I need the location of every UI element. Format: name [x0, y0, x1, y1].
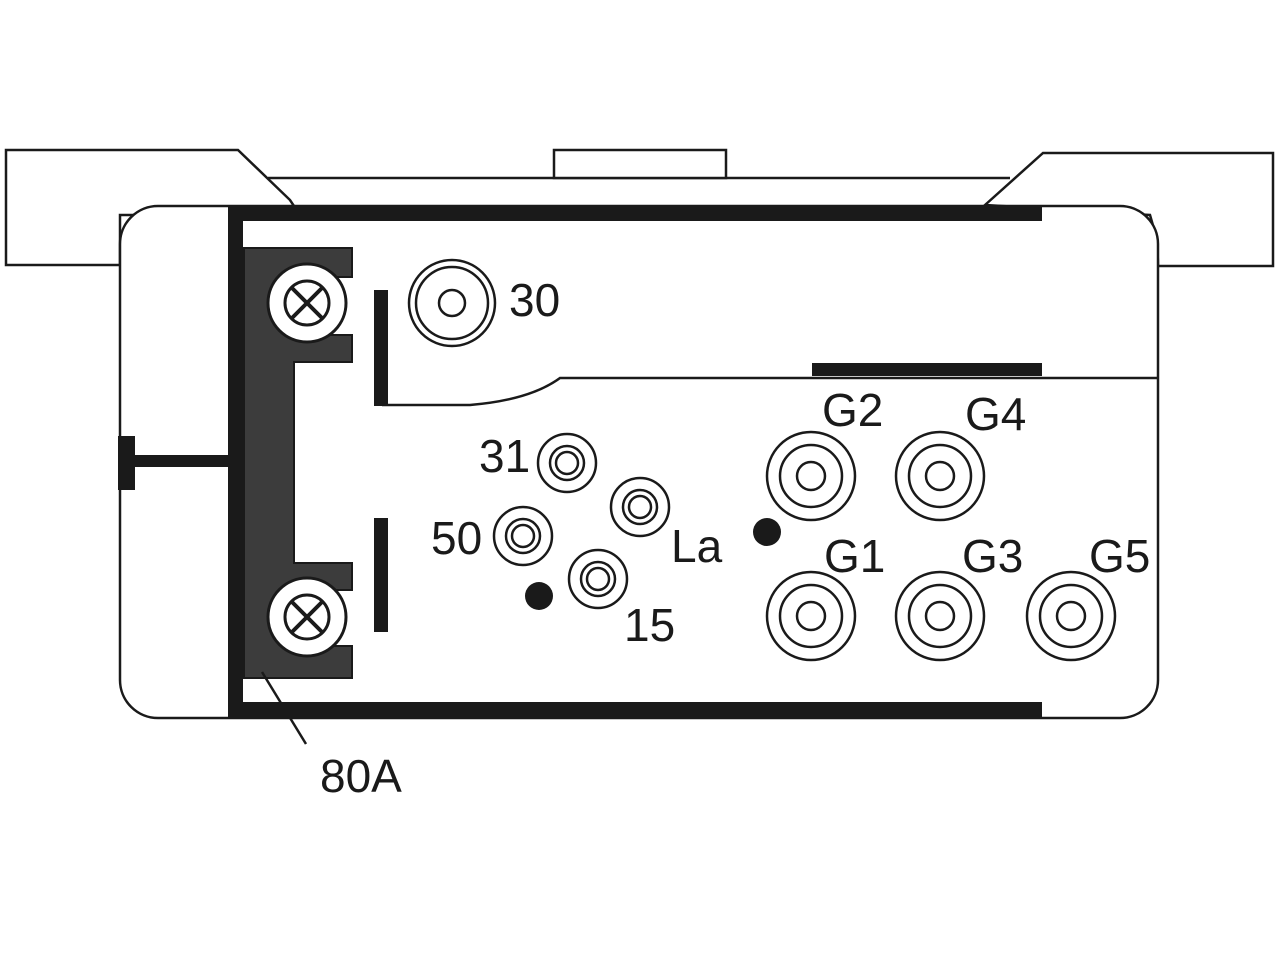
label-15: 15: [624, 599, 675, 651]
terminal-la: [609, 476, 671, 538]
fuse-leader-line: [260, 671, 308, 745]
internal-divider: [382, 376, 1158, 407]
label-g3: G3: [962, 530, 1023, 582]
frame-top-bar: [228, 206, 1042, 221]
mount-stub-bar: [130, 455, 230, 467]
mount-stub-cap: [118, 436, 135, 490]
label-g1: G1: [824, 530, 885, 582]
frame-bottom-bar: [228, 702, 1042, 717]
label-80a: 80A: [320, 750, 402, 802]
terminal-31: [536, 432, 598, 494]
frame-bars: [118, 206, 1042, 717]
screw-top: [266, 262, 348, 344]
terminal-g3: [894, 570, 986, 662]
terminal-g5: [1025, 570, 1117, 662]
terminal-15: [567, 548, 629, 610]
label-31: 31: [479, 430, 530, 482]
top-center-tab: [552, 148, 728, 180]
label-30: 30: [509, 274, 560, 326]
label-la: La: [671, 520, 723, 572]
screw-bottom: [266, 576, 348, 658]
marker-dot-right: [753, 518, 781, 546]
label-50: 50: [431, 512, 482, 564]
terminal-g4: [894, 430, 986, 522]
label-g5: G5: [1089, 530, 1150, 582]
label-g4: G4: [965, 388, 1026, 440]
inner-top-bar: [812, 363, 1042, 376]
contact-strip-lower: [374, 518, 388, 632]
terminal-g1: [765, 570, 857, 662]
terminal-50: [492, 505, 554, 567]
label-g2: G2: [822, 384, 883, 436]
marker-dot-left: [525, 582, 553, 610]
frame-left-bar: [228, 206, 243, 717]
contact-strip-upper: [374, 290, 388, 406]
terminal-g2: [765, 430, 857, 522]
terminal-30: [407, 258, 497, 348]
